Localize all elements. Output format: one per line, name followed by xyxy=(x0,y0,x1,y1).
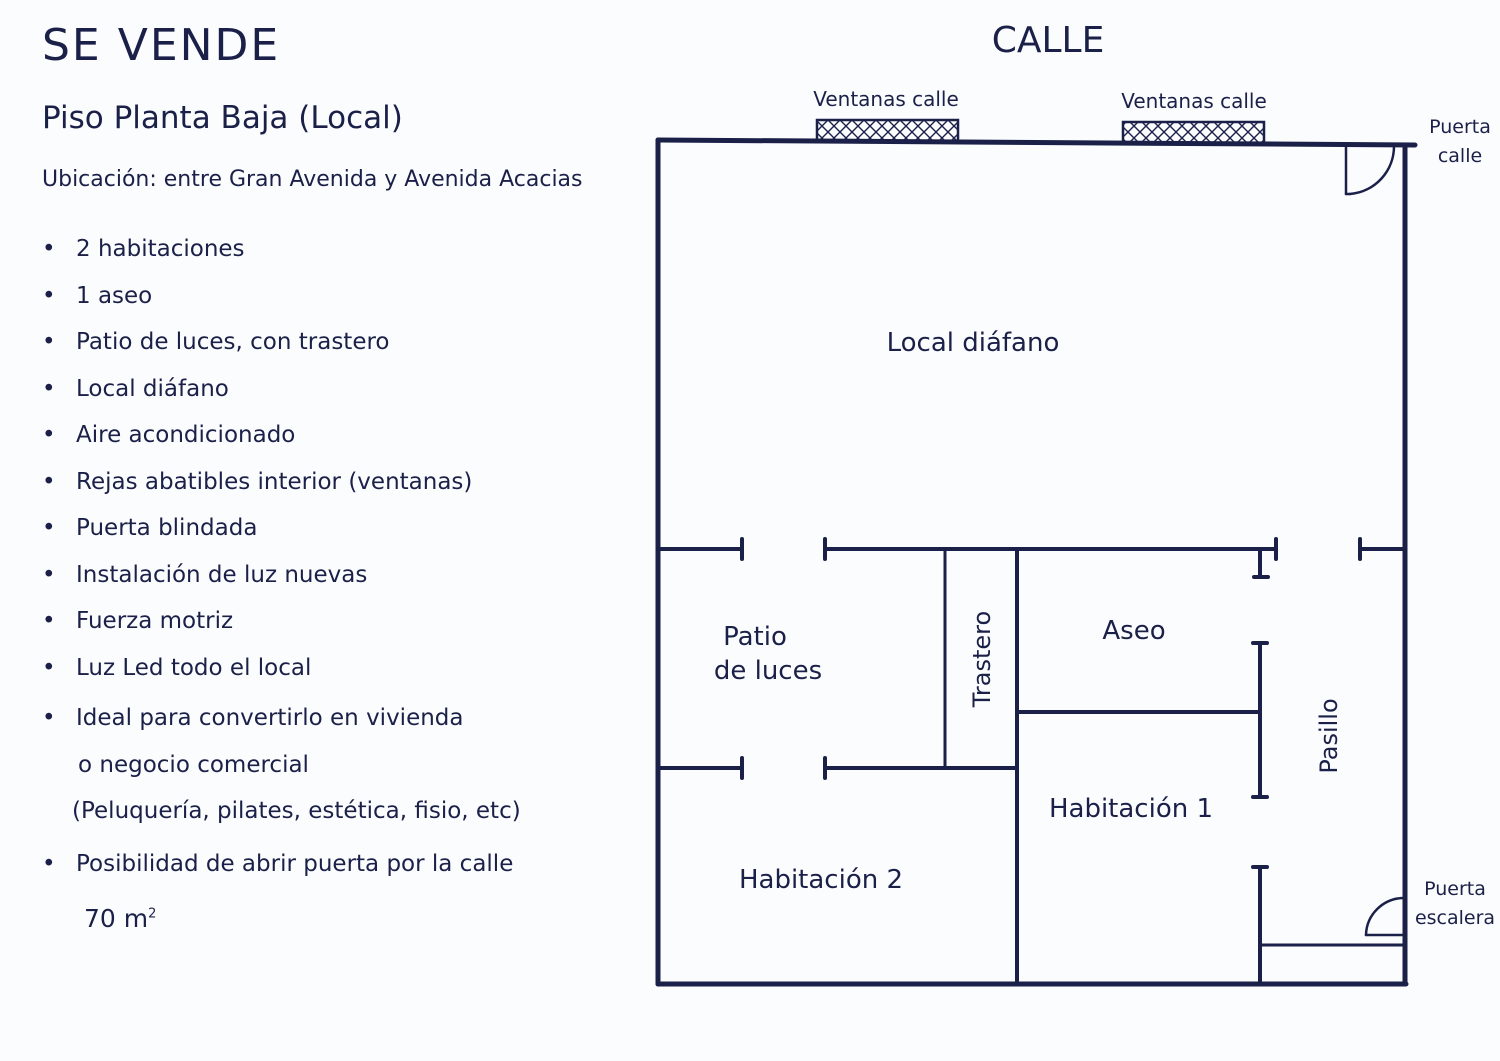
feature-item: • Aire acondicionado xyxy=(42,412,521,459)
window-label-2: Ventanas calle xyxy=(1121,89,1267,113)
feature-item: • Local diáfano xyxy=(42,366,521,413)
window-1 xyxy=(815,118,960,144)
bullet-icon: • xyxy=(42,850,56,877)
bullet-icon: • xyxy=(42,375,56,402)
room-label-patio: Patio xyxy=(723,622,787,652)
area-label: 70 m2 xyxy=(84,904,156,933)
feature-continuation: (Peluquería, pilates, estética, fisio, e… xyxy=(72,798,521,824)
feature-text: Patio de luces, con trastero xyxy=(76,329,390,355)
feature-text: Puerta blindada xyxy=(76,515,258,541)
bullet-icon: • xyxy=(42,561,56,588)
area-unit: 2 xyxy=(148,906,157,922)
bullet-icon: • xyxy=(42,236,56,262)
wall-top xyxy=(655,137,1418,148)
room-label-habitacion-2: Habitación 2 xyxy=(739,865,903,895)
bullet-icon: • xyxy=(42,468,56,495)
bullet-icon: • xyxy=(42,608,56,634)
feature-text: Posibilidad de abrir puerta por la calle xyxy=(76,850,514,877)
feature-item: • 1 aseo xyxy=(42,273,521,320)
feature-text: Aire acondicionado xyxy=(76,422,296,448)
street-label: CALLE xyxy=(992,20,1105,61)
room-label-aseo: Aseo xyxy=(1102,616,1165,646)
feature-item: • Puerta blindada xyxy=(42,505,521,552)
feature-item: • Fuerza motriz xyxy=(42,598,521,645)
stair-door-label: Puerta xyxy=(1424,878,1486,900)
door-swing xyxy=(1348,144,1396,196)
stair-door-label: escalera xyxy=(1415,907,1495,929)
feature-text: Local diáfano xyxy=(76,375,229,402)
street-door-label: calle xyxy=(1438,145,1482,167)
feature-item: • Rejas abatibles interior (ventanas) xyxy=(42,459,521,506)
feature-text: 1 aseo xyxy=(76,282,153,309)
room-label-trastero: Trastero xyxy=(968,611,996,708)
features-list: • 2 habitaciones • 1 aseo • Patio de luces,… xyxy=(42,226,521,887)
feature-item: • Ideal para convertirlo en vivienda o n… xyxy=(42,695,521,835)
bullet-icon: • xyxy=(42,329,56,355)
street-door-label: Puerta xyxy=(1429,116,1491,138)
bullet-icon: • xyxy=(42,705,56,731)
feature-text: Rejas abatibles interior (ventanas) xyxy=(76,468,473,495)
feature-text: Luz Led todo el local xyxy=(76,654,312,681)
room-label-pasillo: Pasillo xyxy=(1315,698,1343,773)
area-value: 70 m xyxy=(84,904,149,933)
feature-item: • Instalación de luz nuevas xyxy=(42,552,521,599)
feature-continuation: o negocio comercial xyxy=(78,751,309,778)
feature-item: • Posibilidad de abrir puerta por la call… xyxy=(42,841,521,888)
bullet-icon: • xyxy=(42,422,56,448)
feature-text: Ideal para convertirlo en vivienda xyxy=(76,705,464,731)
feature-item: • 2 habitaciones xyxy=(42,226,521,273)
bullet-icon: • xyxy=(42,654,56,681)
listing-title: SE VENDE xyxy=(42,20,281,71)
listing-subtitle: Piso Planta Baja (Local) xyxy=(42,100,403,136)
location-line: Ubicación: entre Gran Avenida y Avenida … xyxy=(42,167,583,192)
feature-text: Instalación de luz nuevas xyxy=(76,561,368,588)
bullet-icon: • xyxy=(42,515,56,541)
room-label-habitacion-1: Habitación 1 xyxy=(1049,794,1213,824)
feature-item: • Luz Led todo el local xyxy=(42,645,521,692)
feature-item: • Patio de luces, con trastero xyxy=(42,319,521,366)
window-label-1: Ventanas calle xyxy=(813,87,959,111)
door-swing xyxy=(1364,896,1406,937)
feature-text: 2 habitaciones xyxy=(76,236,245,262)
bullet-icon: • xyxy=(42,282,56,309)
feature-text: Fuerza motriz xyxy=(76,608,234,634)
window-2 xyxy=(1121,120,1266,146)
room-label-local: Local diáfano xyxy=(887,328,1060,358)
room-label-patio: de luces xyxy=(714,656,822,686)
